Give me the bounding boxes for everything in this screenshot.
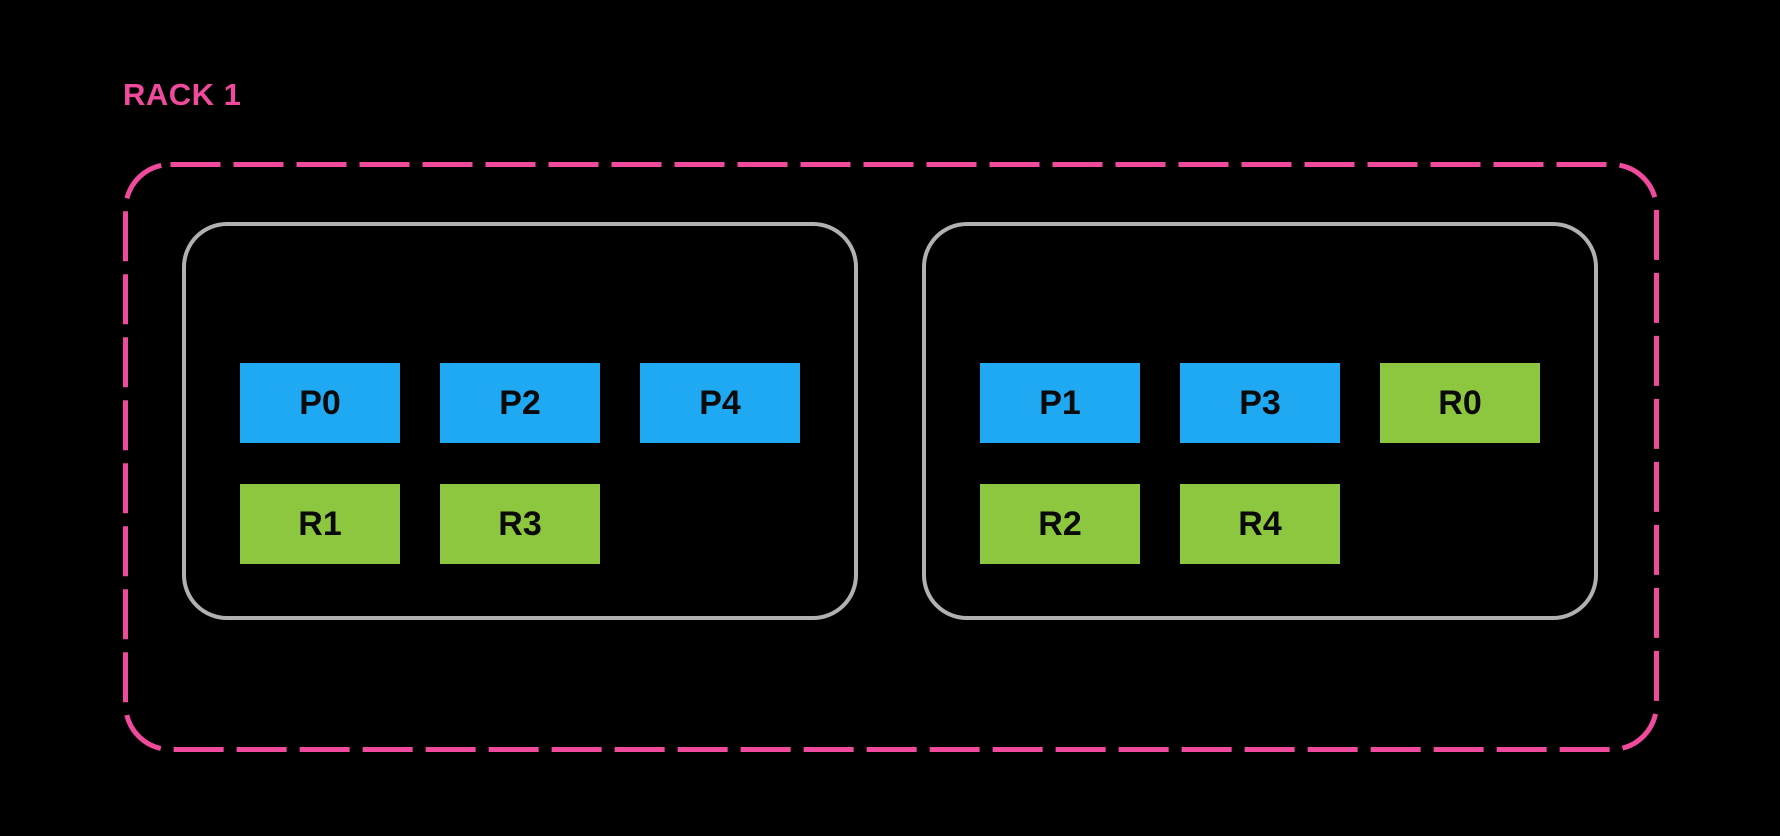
node-box-P1: P1 <box>980 363 1140 443</box>
node-box-P0: P0 <box>240 363 400 443</box>
node-box-P2: P2 <box>440 363 600 443</box>
host-2-bottom-row: R2 R4 <box>980 484 1340 564</box>
rack-label: RACK 1 <box>123 77 242 112</box>
node-box-R3: R3 <box>440 484 600 564</box>
node-box-R2: R2 <box>980 484 1140 564</box>
host-1-bottom-row: R1 R3 <box>240 484 600 564</box>
node-box-R1: R1 <box>240 484 400 564</box>
node-box-P3: P3 <box>1180 363 1340 443</box>
host-2-top-row: P1 P3 R0 <box>980 363 1540 443</box>
node-box-P4: P4 <box>640 363 800 443</box>
host-container-1: P0 P2 P4 R1 R3 <box>182 222 858 620</box>
host-1-top-row: P0 P2 P4 <box>240 363 800 443</box>
node-box-R4: R4 <box>1180 484 1340 564</box>
host-container-2: P1 P3 R0 R2 R4 <box>922 222 1598 620</box>
node-box-R0: R0 <box>1380 363 1540 443</box>
